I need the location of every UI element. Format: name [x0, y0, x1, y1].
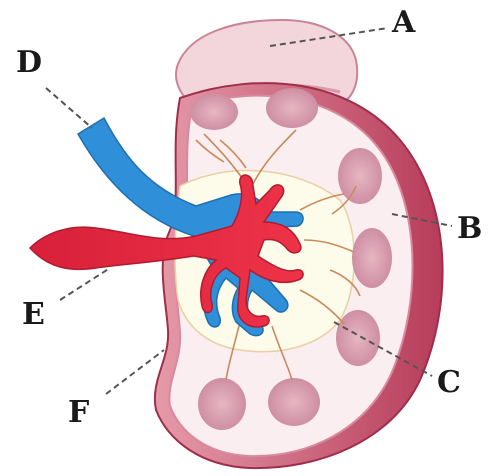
- label-e: E: [22, 300, 45, 330]
- pyramid: [266, 88, 318, 128]
- leader-line-e: [60, 268, 110, 300]
- pyramid: [198, 378, 246, 430]
- pyramid: [336, 310, 380, 366]
- label-a: A: [392, 8, 415, 38]
- pyramid: [190, 94, 238, 130]
- pyramid: [338, 148, 382, 204]
- pyramid: [268, 378, 320, 426]
- label-f: F: [68, 398, 89, 428]
- label-d: D: [16, 48, 42, 78]
- leader-line-d: [46, 88, 92, 128]
- label-b: B: [457, 214, 482, 244]
- pyramid: [352, 228, 392, 288]
- label-c: C: [437, 368, 461, 398]
